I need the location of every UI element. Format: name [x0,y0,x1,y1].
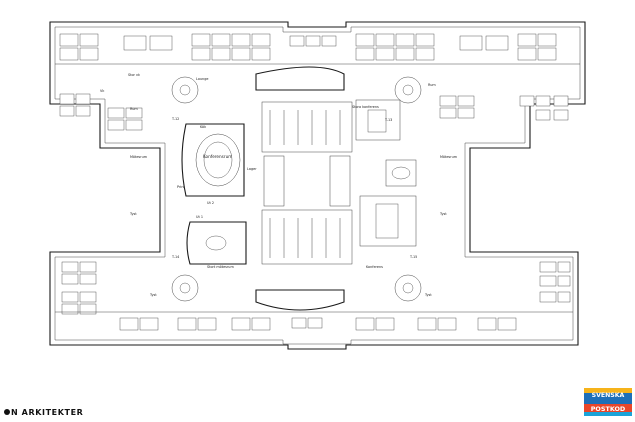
postkod-lotteriet-logo: SVENSKA POSTKOD [584,388,632,416]
label-ut2: Ut 2 [207,201,214,205]
label-mote-small: Mötesrum [130,155,148,159]
label-vk-small: Vk [100,89,104,93]
brand-dot-icon [4,409,10,415]
central-core [255,66,353,311]
bottom-desk-rows [55,261,573,331]
label-tyst-left2: Tyst [149,293,157,297]
label-ut1: Ut 1 [196,215,203,219]
oval-conference-room [181,123,245,197]
logo-band-top [584,388,632,394]
brand-name: N ARKITEKTER [11,408,84,417]
left-lower-meeting-room [186,221,247,265]
label-oval-room: Konferensrum [203,154,232,159]
label-print: Print [177,185,185,189]
label-stor-mote: Stort mötesrum [207,265,234,269]
label-tyst-right2: Tyst [424,293,432,297]
label-tyst-left: Tyst [129,212,137,216]
label-konf-mid: Konferens [366,265,383,269]
round-rooms [171,76,422,302]
label-rum-right: Rum [428,83,436,87]
architect-brand: N ARKITEKTER [4,408,83,417]
label-kitchen: Kök [200,125,206,129]
logo-line1: SVENSKA [584,392,632,404]
right-wing-desks [439,95,569,121]
label-tyst-right: Tyst [439,212,447,216]
label-lounge-left: Lounge [196,77,208,81]
label-t15: T-15 [409,255,417,259]
label-t13: T-13 [384,118,392,122]
building-outline [49,21,586,350]
top-desk-row [55,33,580,65]
label-lager: Lager [247,167,257,171]
label-rum-left: Rum [130,107,138,111]
label-t14: T-14 [171,255,179,259]
label-stora-konf: Stora konferens [352,105,379,109]
left-wing-desks [59,93,143,131]
logo-line2: POSTKOD [584,404,632,415]
right-meeting-rooms [355,99,417,247]
logo-band-bottom [584,412,632,416]
label-mote-small2: Mötesrum [440,155,458,159]
label-t12: T-12 [171,117,179,121]
label-stor-vk-top: Stor vk [128,73,140,77]
